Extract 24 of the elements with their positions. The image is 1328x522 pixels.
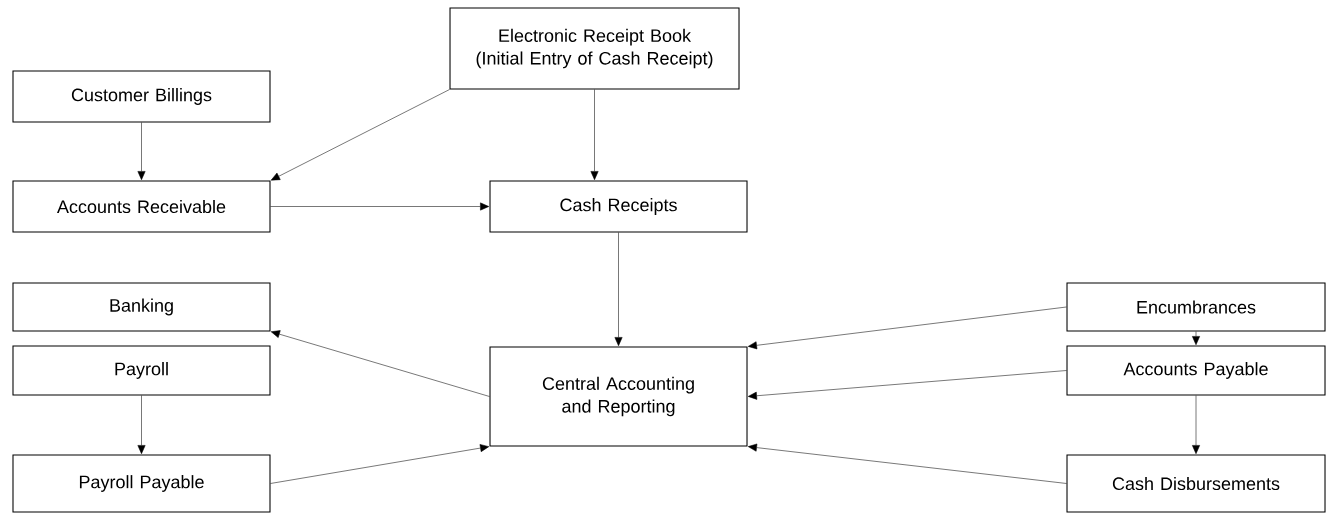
arrow	[270, 89, 450, 181]
process-box: Encumbrances	[1066, 282, 1326, 332]
arrow	[747, 370, 1067, 400]
process-box: Central Accounting and Reporting	[489, 346, 748, 447]
arrow	[1192, 331, 1200, 346]
arrow	[270, 444, 490, 484]
process-box: Cash Receipts	[489, 180, 748, 233]
arrow	[747, 306, 1067, 350]
arrow	[1192, 395, 1200, 455]
arrow	[137, 122, 146, 181]
arrow	[270, 202, 490, 211]
arrow	[747, 443, 1067, 484]
arrow	[590, 89, 599, 181]
arrow	[270, 330, 490, 397]
process-box: Payroll Payable	[12, 454, 271, 513]
process-box: Accounts Payable	[1066, 345, 1326, 396]
process-box: Accounts Receivable	[12, 180, 271, 233]
process-box: Electronic Receipt Book (Initial Entry of Cash Receipt)	[449, 7, 740, 90]
process-box: Customer Billings	[12, 70, 271, 123]
process-box: Banking	[12, 282, 271, 332]
process-box: Payroll	[12, 345, 271, 396]
process-box: Cash Disbursements	[1066, 454, 1326, 513]
arrow	[614, 232, 623, 347]
arrow	[137, 395, 146, 455]
